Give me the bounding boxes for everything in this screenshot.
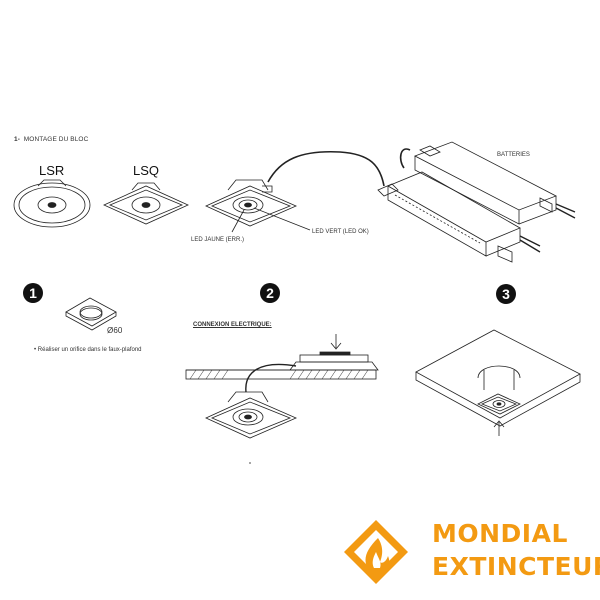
diameter-label: Ø60 bbox=[107, 326, 123, 335]
model-label-lsr: LSR bbox=[39, 163, 65, 178]
model-label-lsq: LSQ bbox=[133, 163, 160, 178]
brand-name-line2: EXTINCTEUR bbox=[432, 552, 600, 581]
lsq-square-luminaire bbox=[103, 182, 189, 225]
batteries-label: BATTERIES bbox=[497, 152, 530, 158]
luminaire-with-leds bbox=[205, 179, 311, 233]
battery-pack-back bbox=[414, 141, 576, 225]
step1-ceiling-hole bbox=[65, 297, 117, 331]
brand-name-line1: MONDIAL bbox=[432, 519, 568, 548]
hole-instruction: • Réaliser un orifice dans le faux-plafo… bbox=[34, 347, 142, 353]
step-badge-2: 2 bbox=[260, 283, 280, 303]
section-title: MONTAGE DU BLOC bbox=[23, 136, 89, 143]
led-yellow-label: LED JAUNE (ERR.) bbox=[191, 237, 245, 243]
step2-luminaire bbox=[205, 391, 298, 464]
step-badge-1: 1 bbox=[23, 283, 43, 303]
led-green-label: LED VERT (LED OK) bbox=[312, 229, 369, 235]
step-badge-3: 3 bbox=[496, 284, 516, 304]
step2-ceiling-section bbox=[185, 334, 379, 393]
lsr-round-luminaire bbox=[13, 179, 91, 228]
battery-pack-front bbox=[377, 171, 541, 263]
step3-ceiling-insert bbox=[415, 329, 581, 436]
cable bbox=[267, 150, 385, 187]
brand-logo bbox=[344, 520, 408, 584]
section-number: 1- bbox=[14, 136, 20, 143]
section-heading: 1- MONTAGE DU BLOC bbox=[14, 136, 88, 143]
connection-heading: CONNEXION ELECTRIQUE: bbox=[193, 322, 272, 328]
cable bbox=[399, 148, 411, 169]
